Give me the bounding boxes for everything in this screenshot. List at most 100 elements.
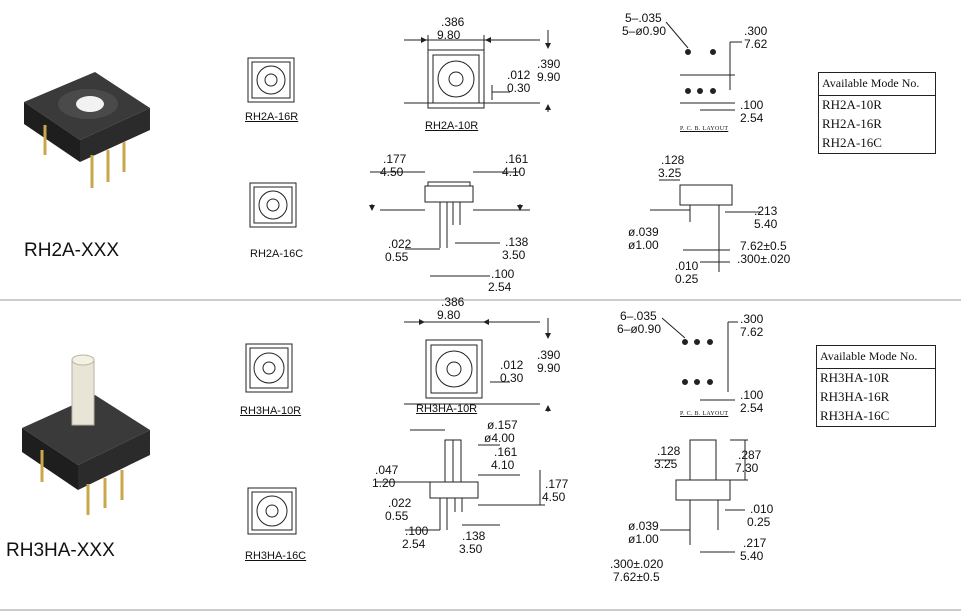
rh3ha-16c-topview	[247, 487, 297, 535]
rh3ha-side-f-mm: 3.50	[459, 542, 483, 556]
rh3ha-height-mm: 9.90	[537, 361, 561, 375]
rh3ha-10r-topview	[404, 318, 551, 412]
rh2a-end-l-mm: 5.40	[754, 217, 778, 231]
rh3ha-shaft-mm: ø4.00	[484, 431, 515, 445]
rh3ha-pitch-in: .100	[740, 388, 764, 402]
rh2a-end-t-mm: 0.25	[675, 272, 699, 286]
rh2a-side-view	[369, 171, 530, 277]
rh2a-mode-item: RH2A-10R	[822, 97, 882, 112]
rh2a-pcb-layout	[665, 21, 742, 111]
rh2a-side-c-in: .022	[388, 237, 412, 251]
rh3ha-side-f-in: .138	[462, 529, 486, 543]
rh3ha-side-b-in: .161	[494, 445, 518, 459]
rh2a-side-d-mm: 3.50	[502, 248, 526, 262]
rh2a-16c-topview	[249, 182, 297, 228]
rh2a-variant-16c: RH2A-16C	[250, 248, 304, 260]
rh2a-end-view	[650, 179, 760, 272]
rh2a-side-a-in: .177	[383, 152, 407, 166]
rh3ha-side-a-mm: 1.20	[372, 476, 396, 490]
rh3ha-end-view	[655, 439, 748, 553]
rh3ha-variant-10r-small: RH3HA-10R	[240, 405, 302, 417]
rh3ha-span-mm: 7.62	[740, 325, 764, 339]
rh3ha-end-t-in: .010	[750, 502, 774, 516]
rh3ha-mode-item: RH3HA-16C	[820, 408, 890, 423]
rh2a-off-in: .012	[507, 68, 531, 82]
rh3ha-width-in: .386	[441, 295, 465, 309]
rh2a-span-mm: 7.62	[744, 37, 768, 51]
rh3ha-end-row-in: .300±.020	[610, 557, 664, 571]
rh2a-end-l-in: .213	[754, 204, 778, 218]
rh3ha-width-mm: 9.80	[437, 308, 461, 322]
rh3ha-off-mm: 0.30	[500, 371, 524, 385]
rh3ha-off-in: .012	[500, 358, 524, 372]
rh3ha-side-c-in: .177	[545, 477, 569, 491]
rh2a-mode-item: RH2A-16C	[822, 135, 882, 150]
rh2a-end-row-in: .300±.020	[737, 252, 791, 266]
rh3ha-span-in: .300	[740, 312, 764, 326]
rh2a-holes-mm: 5–ø0.90	[622, 24, 667, 38]
rh2a-pcb-label: P. C. B. LAYOUT	[680, 126, 729, 132]
rh3ha-variant-10r: RH3HA-10R	[416, 403, 478, 415]
rh3ha-holes-in: 6–.035	[620, 309, 657, 323]
rh2a-height-mm: 9.90	[537, 70, 561, 84]
rh3ha-side-b-mm: 4.10	[491, 458, 515, 472]
rh3ha-end-pin-in: ø.039	[628, 519, 659, 533]
rh3ha-end-l-mm: 5.40	[740, 549, 764, 563]
rh3ha-mode-item: RH3HA-10R	[820, 370, 890, 385]
rh2a-end-row: 7.62±0.5	[740, 239, 787, 253]
rh3ha-side-c-mm: 4.50	[542, 490, 566, 504]
rh3ha-end-top-mm: 7.30	[735, 461, 759, 475]
rh3ha-end-pin-mm: ø1.00	[628, 532, 659, 546]
rh2a-16r-topview	[247, 57, 295, 103]
rh2a-mode-item: RH2A-16R	[822, 116, 882, 131]
rh2a-photo	[24, 72, 150, 188]
rh2a-side-b-in: .161	[505, 152, 529, 166]
rh3ha-side-d-mm: 0.55	[385, 509, 409, 523]
rh3ha-end-l-in: .217	[743, 536, 767, 550]
rh2a-mode-header: Available Mode No.	[819, 73, 935, 96]
rh2a-end-pin-mm: ø1.00	[628, 238, 659, 252]
rh2a-span-in: .300	[744, 24, 768, 38]
rh2a-end-h-in: .128	[661, 153, 685, 167]
rh2a-holes-in: 5–.035	[625, 11, 662, 25]
rh3ha-side-view	[376, 429, 545, 531]
rh2a-side-e-in: .100	[491, 267, 515, 281]
rh2a-side-c-mm: 0.55	[385, 250, 409, 264]
rh2a-end-h-mm: 3.25	[658, 166, 682, 180]
rh3ha-side-a-in: .047	[375, 463, 399, 477]
rh2a-end-pin-in: ø.039	[628, 225, 659, 239]
rh3ha-height-in: .390	[537, 348, 561, 362]
rh2a-height-in: .390	[537, 57, 561, 71]
rh2a-10r-topview	[404, 30, 551, 112]
rh3ha-end-top-in: .287	[738, 448, 762, 462]
rh2a-side-a-mm: 4.50	[380, 165, 404, 179]
rh2a-model-title: RH2A-XXX	[24, 240, 120, 261]
rh2a-width-in: .386	[441, 15, 465, 29]
rh3ha-10r-small-topview	[245, 343, 293, 393]
rh2a-pitch-mm: 2.54	[740, 111, 764, 125]
rh3ha-variant-16c: RH3HA-16C	[245, 550, 307, 562]
rh2a-pitch-in: .100	[740, 98, 764, 112]
rh3ha-pcb-label: P. C. B. LAYOUT	[680, 411, 729, 417]
rh3ha-pitch-mm: 2.54	[740, 401, 764, 415]
rh2a-side-b-mm: 4.10	[502, 165, 526, 179]
rh3ha-end-row: 7.62±0.5	[613, 570, 660, 584]
rh3ha-end-h-mm: 3.25	[654, 457, 678, 471]
rh2a-side-d-in: .138	[505, 235, 529, 249]
rh3ha-holes-mm: 6–ø0.90	[617, 322, 662, 336]
rh3ha-mode-table: Available Mode No. RH3HA-10R RH3HA-16R R…	[816, 345, 936, 427]
rh2a-variant-16r: RH2A-16R	[245, 111, 299, 123]
rh3ha-end-h-in: .128	[657, 444, 681, 458]
rh2a-end-t-in: .010	[675, 259, 699, 273]
rh2a-variant-10r: RH2A-10R	[425, 120, 479, 132]
rh3ha-shaft-in: ø.157	[487, 418, 518, 432]
rh2a-width-mm: 9.80	[437, 28, 461, 42]
rh3ha-side-d-in: .022	[388, 496, 412, 510]
rh3ha-mode-item: RH3HA-16R	[820, 389, 890, 404]
rh3ha-pcb-layout	[661, 317, 738, 401]
rh2a-off-mm: 0.30	[507, 81, 531, 95]
rh3ha-photo	[22, 354, 150, 515]
rh2a-side-e-mm: 2.54	[488, 280, 512, 294]
rh3ha-end-t-mm: 0.25	[747, 515, 771, 529]
